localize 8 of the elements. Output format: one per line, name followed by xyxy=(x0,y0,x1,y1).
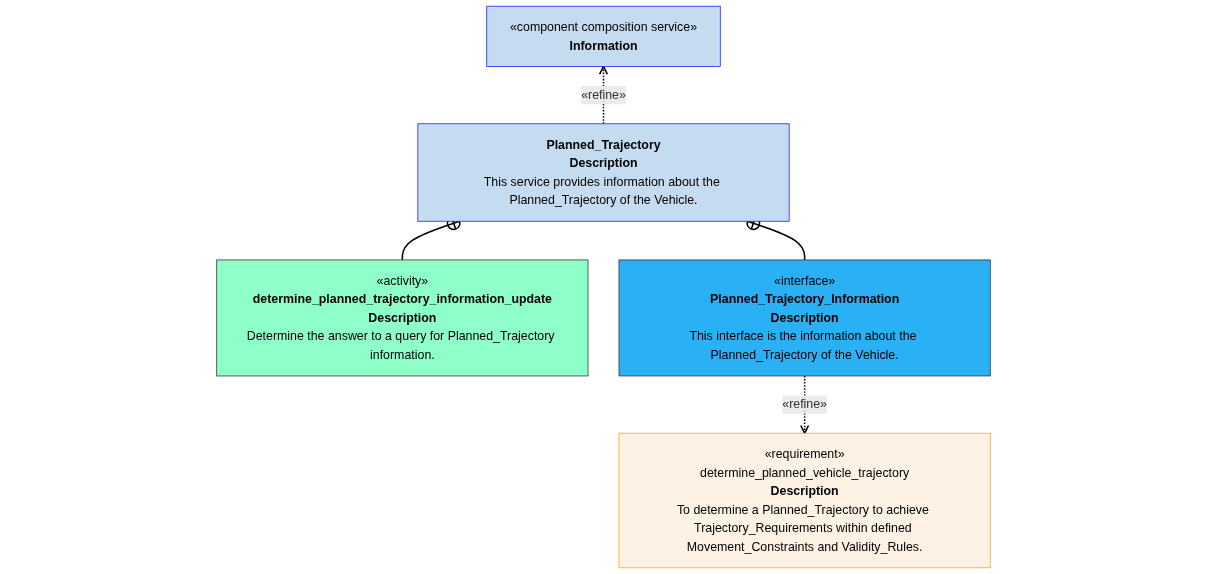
dependency-arrow xyxy=(800,375,810,434)
edge-label: «refine» xyxy=(782,395,827,414)
requirement-box: «requirement» determine_planned_vehicle_trajectory Description To determine a Planned_Trajectory to achieve Trajectory_Requirements within defined Movement_Constraints and Validity_Rules. xyxy=(618,432,991,569)
activity-box: «activity» determine_planned_trajectory_information_update Description Determine the answer to a query for Planned_Trajectory information. xyxy=(216,259,589,377)
service-box: Planned_Trajectory Description This service provides information about the Planned_Trajectory of the Vehicle. xyxy=(417,123,790,222)
service-box: «component composition service» Information xyxy=(486,5,721,67)
edge-label: «refine» xyxy=(581,85,626,105)
interface-box: «interface» Planned_Trajectory_Information Description This interface is the information about the Planned_Trajectory of the Vehicle. xyxy=(618,259,991,377)
